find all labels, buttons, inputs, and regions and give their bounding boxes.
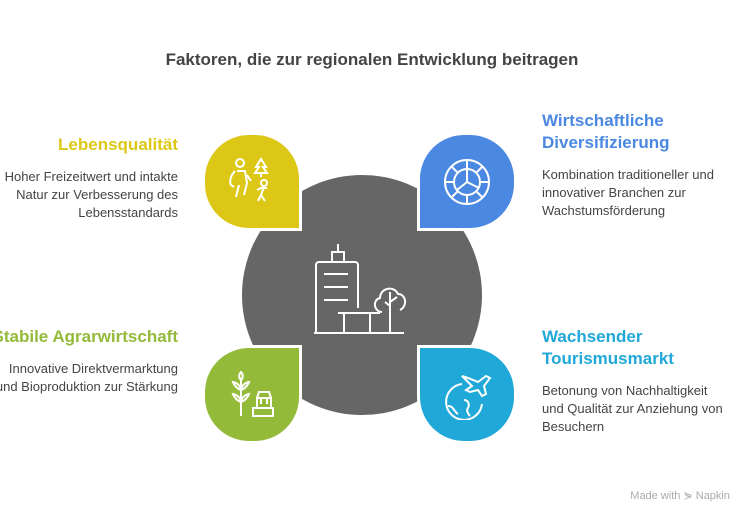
factor-description: Kombination traditioneller und innovativ… xyxy=(542,167,714,218)
factor-heading: Stabile Agrarwirtschaft xyxy=(0,327,178,346)
factor-diversifizierung: Wirtschaftliche Diversifizierung Kombina… xyxy=(542,110,732,220)
globe-plane-icon xyxy=(445,374,492,420)
factor-heading: Wirtschaftliche Diversifizierung xyxy=(542,111,670,152)
page-title: Faktoren, die zur regionalen Entwicklung… xyxy=(165,50,579,69)
factor-description: Betonung von Nachhaltigkeit und Qualität… xyxy=(542,383,723,434)
factor-heading: Lebensqualität xyxy=(58,135,178,154)
city-tree-icon xyxy=(314,244,406,334)
factor-tourismus: Wachsender Tourismusmarkt Betonung von N… xyxy=(542,326,732,436)
factor-heading: Wachsender Tourismusmarkt xyxy=(542,327,674,368)
hiking-family-icon xyxy=(229,157,269,202)
petal-agrarwirtschaft xyxy=(202,345,302,444)
wheat-market-icon xyxy=(231,370,274,417)
factor-description: Innovative Direktvermarktung und Bioprod… xyxy=(0,361,178,394)
pie-chart-icon xyxy=(444,159,490,205)
factor-lebensqualitaet: Lebensqualität Hoher Freizeitwert und in… xyxy=(0,134,178,222)
petal-diversifizierung xyxy=(417,132,517,231)
napkin-watermark: Made with ⋟ Napkin xyxy=(630,490,730,502)
factor-description: Hoher Freizeitwert und intakte Natur zur… xyxy=(4,169,178,220)
factor-agrarwirtschaft: Stabile Agrarwirtschaft Innovative Direk… xyxy=(0,326,178,396)
petal-tourismus xyxy=(417,345,517,444)
petal-lebensqualitaet xyxy=(202,132,302,231)
